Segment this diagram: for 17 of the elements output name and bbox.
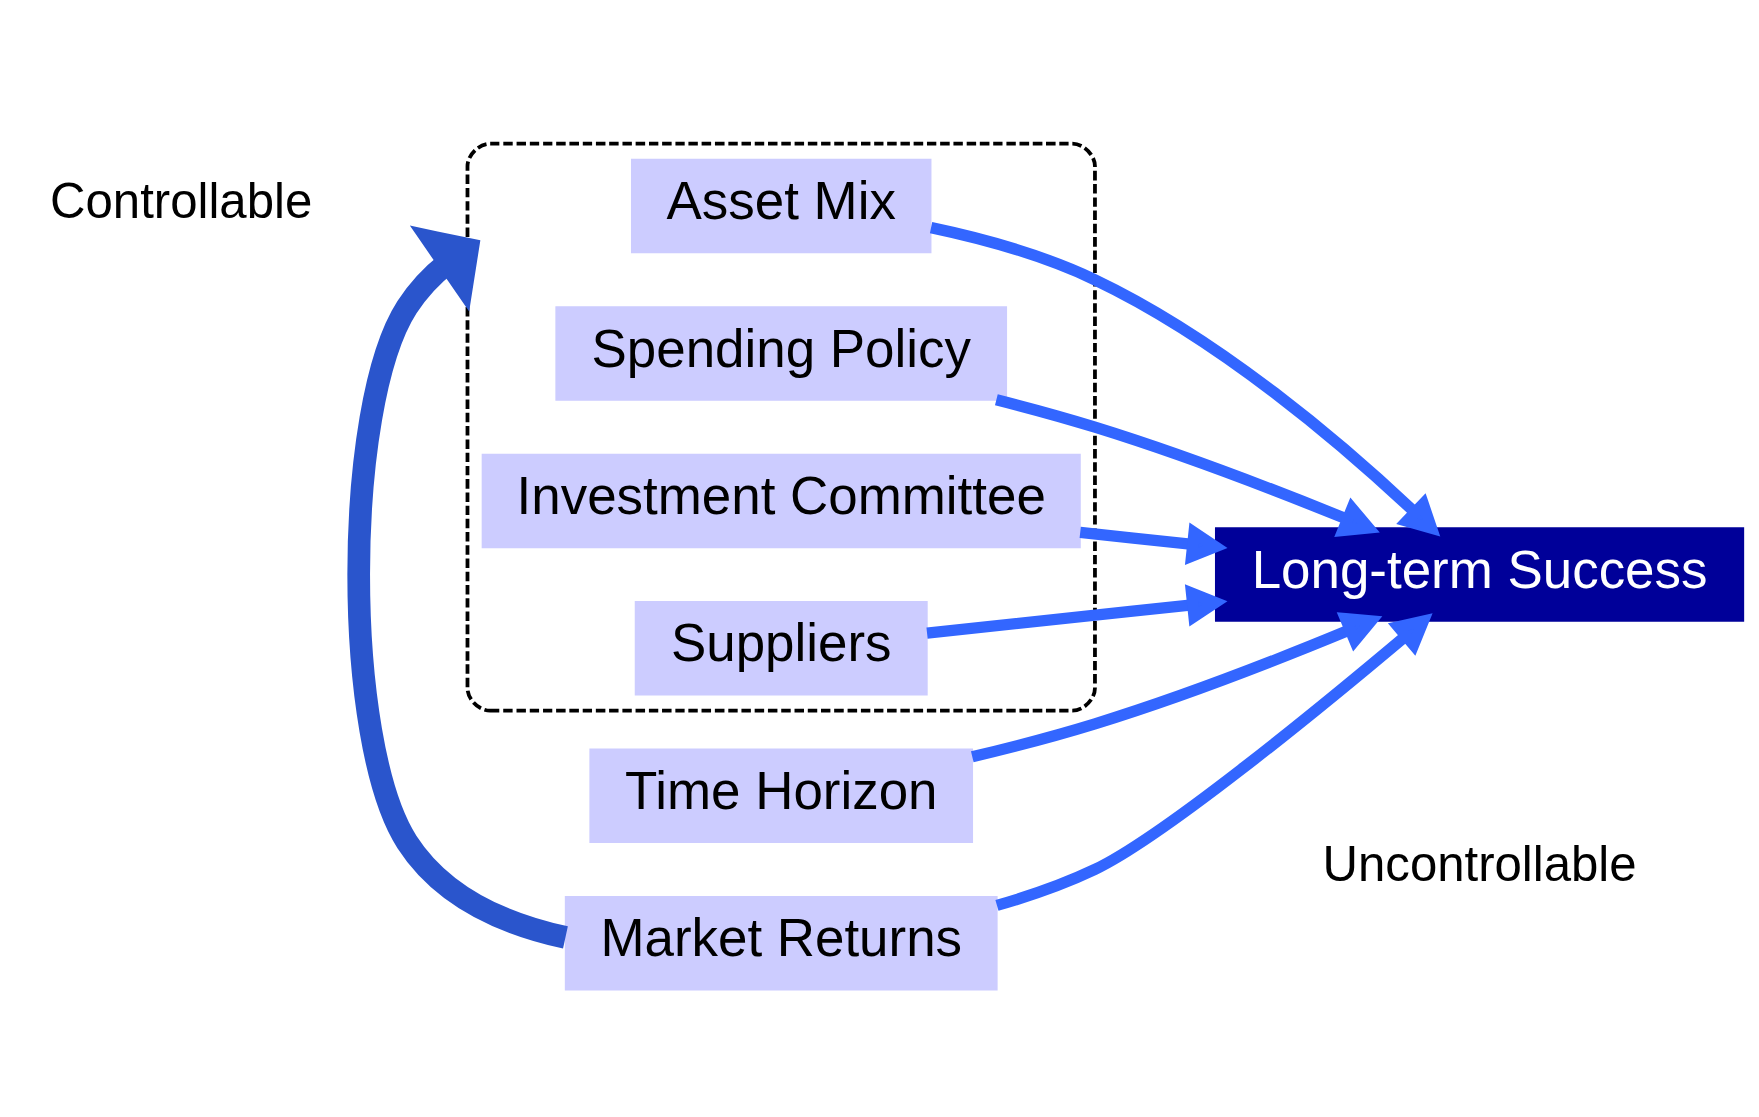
arrow	[929, 221, 1441, 537]
arrow	[994, 393, 1380, 537]
node-box: Time Horizon	[589, 747, 974, 843]
label: Uncontrollable	[1322, 836, 1637, 891]
arrow	[970, 611, 1383, 762]
node-box: Spending Policy	[555, 305, 1008, 401]
node-box: Investment Committee	[481, 453, 1081, 548]
label: Controllable	[50, 173, 313, 228]
arrow	[995, 612, 1433, 911]
node-box: Market Returns	[564, 895, 998, 990]
arrow	[347, 225, 569, 948]
arrow	[1079, 522, 1228, 565]
node-box: Long-term Success	[1214, 526, 1745, 622]
node-box: Asset Mix	[630, 158, 932, 253]
node-box: Suppliers	[634, 600, 928, 696]
cluster	[465, 141, 1097, 713]
arrow	[926, 583, 1228, 639]
